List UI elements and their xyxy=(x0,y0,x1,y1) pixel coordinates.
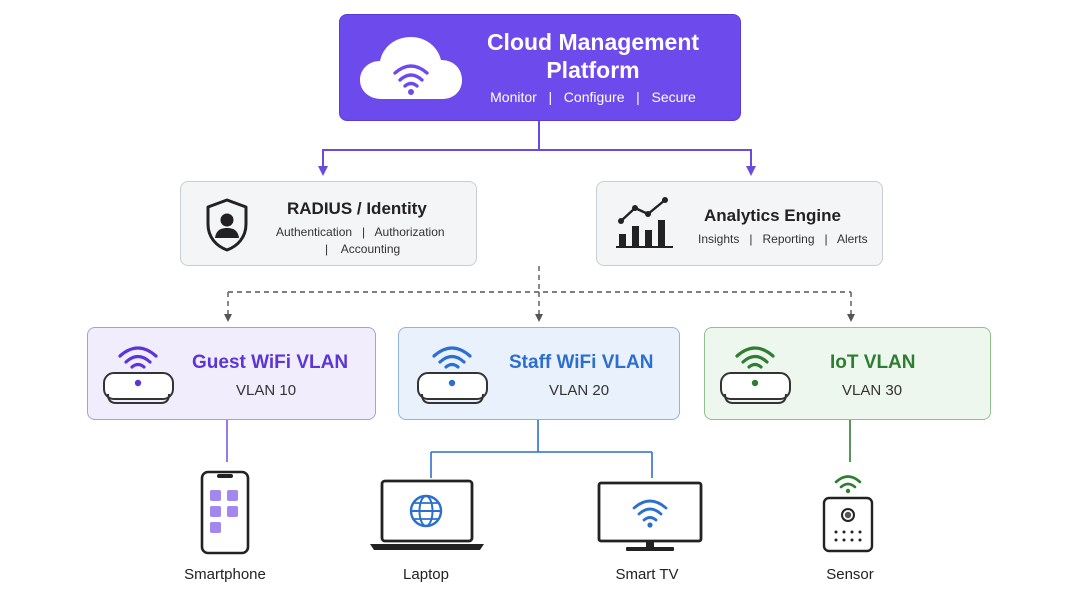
radius-identity-box: RADIUS / Identity Authentication | Autho… xyxy=(180,181,477,266)
bar-chart-trend-icon xyxy=(615,196,675,255)
cloud-title-line2: Platform xyxy=(546,57,640,83)
iot-vlan-box: IoT VLAN VLAN 30 xyxy=(704,327,991,420)
staff-vlan-title: Staff WiFi VLAN xyxy=(509,352,654,373)
laptop-label: Laptop xyxy=(403,566,449,583)
cloud-title: Cloud Management Platform xyxy=(468,28,718,84)
guest-vlan-title: Guest WiFi VLAN xyxy=(192,352,349,373)
radius-subtitle-line1: Authentication | Authorization xyxy=(276,225,445,239)
cloud-wifi-icon xyxy=(358,33,466,110)
laptop-icon xyxy=(368,478,486,557)
cloud-title-line1: Cloud Management xyxy=(486,29,700,55)
radius-title: RADIUS / Identity xyxy=(287,199,427,218)
staff-to-devices-link xyxy=(430,420,653,478)
smart-tv-label: Smart TV xyxy=(615,566,679,583)
radius-subtitle-line2: | Accounting xyxy=(325,242,401,256)
guest-vlan-id: VLAN 10 xyxy=(236,382,297,399)
access-point-icon xyxy=(416,342,490,413)
cloud-management-platform: Cloud Management Platform Monitor | Conf… xyxy=(339,14,741,121)
guest-wifi-vlan-box: Guest WiFi VLAN VLAN 10 xyxy=(87,327,376,420)
cloud-to-services-link xyxy=(318,121,756,176)
iot-vlan-id: VLAN 30 xyxy=(842,382,903,399)
cloud-subtitle: Monitor | Configure | Secure xyxy=(490,89,696,105)
access-point-icon xyxy=(719,342,793,413)
smartphone-label: Smartphone xyxy=(184,566,266,583)
access-point-icon xyxy=(102,342,176,413)
sensor-icon xyxy=(820,470,876,559)
sensor-label: Sensor xyxy=(826,566,874,583)
analytics-subtitle: Insights | Reporting | Alerts xyxy=(698,232,868,246)
smartphone-icon xyxy=(200,470,250,561)
iot-vlan-title: IoT VLAN xyxy=(830,352,916,373)
staff-vlan-id: VLAN 20 xyxy=(549,382,610,399)
smart-tv-icon xyxy=(596,480,704,559)
shield-user-icon xyxy=(203,197,251,258)
analytics-engine-box: Analytics Engine Insights | Reporting | … xyxy=(596,181,883,266)
analytics-title: Analytics Engine xyxy=(704,206,841,225)
staff-wifi-vlan-box: Staff WiFi VLAN VLAN 20 xyxy=(398,327,680,420)
services-to-vlans-link xyxy=(224,266,855,322)
